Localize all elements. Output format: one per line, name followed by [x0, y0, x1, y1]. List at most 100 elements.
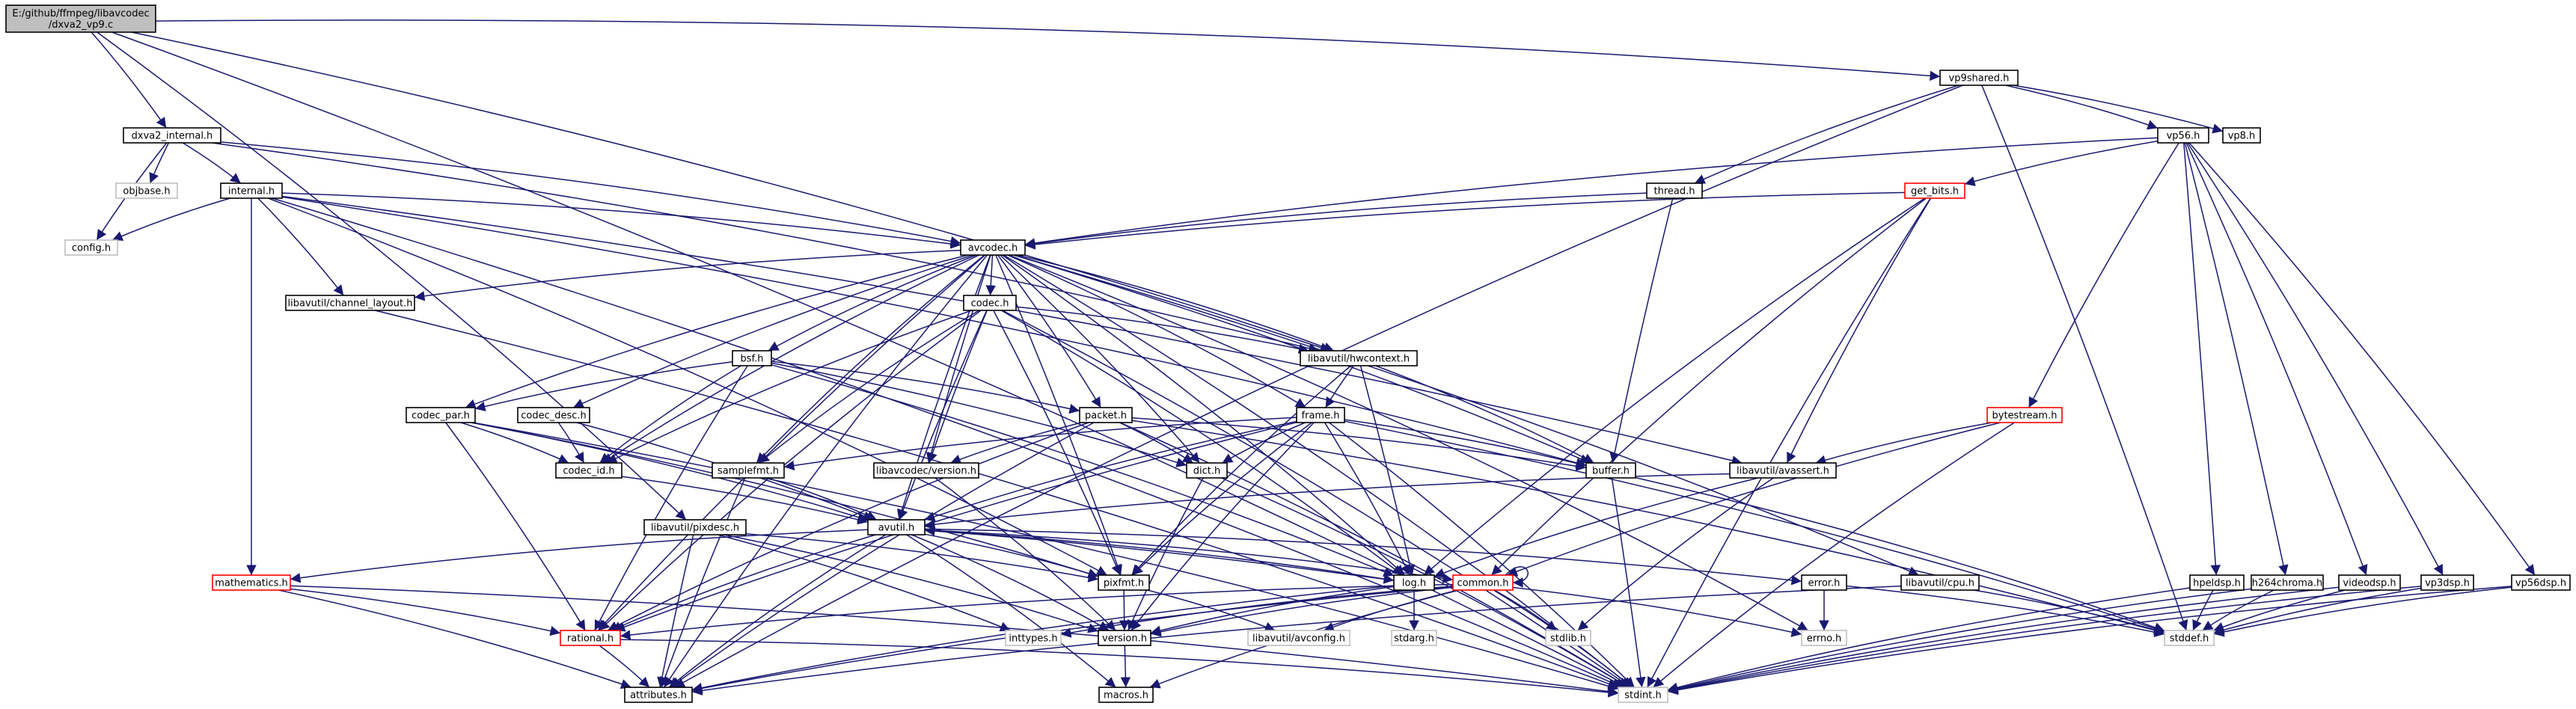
node-dxva2_internal_h[interactable]: dxva2_internal.h [123, 127, 221, 144]
node-hwcontext_h[interactable]: libavutil/hwcontext.h [1300, 350, 1418, 366]
node-pixfmt_h[interactable]: pixfmt.h [1098, 574, 1150, 591]
node-error_h[interactable]: error.h [1801, 574, 1847, 591]
node-version_h[interactable]: version.h [1098, 630, 1151, 646]
edge-avutil_h-to-mathematics_h [290, 529, 869, 583]
edge-dxva2_vp9_c-to-pixdesc_h [97, 31, 687, 521]
node-box [2164, 630, 2215, 646]
node-videodsp_h[interactable]: videodsp.h [2338, 574, 2401, 591]
node-codec_h[interactable]: codec.h [963, 295, 1017, 311]
edge-samplefmt_h-to-avutil_h [767, 477, 878, 521]
node-box [517, 407, 590, 423]
node-samplefmt_h[interactable]: samplefmt.h [712, 462, 785, 479]
edge-hwcontext_h-to-log_h [1359, 365, 1416, 576]
node-box [115, 182, 178, 199]
edge-codec_desc_h-to-codec_id_h [557, 422, 585, 464]
edge-frame_h-to-stdint_h [1329, 422, 1636, 688]
node-macros_h[interactable]: macros.h [1098, 687, 1154, 703]
edge-common_h-to-stdlib_h [1494, 589, 1558, 631]
node-vp3dsp_h[interactable]: vp3dsp.h [2420, 574, 2474, 591]
edge-avcodec_h-to-codec_h [985, 254, 996, 296]
edge-bsf_h-to-codec_par_h [474, 361, 733, 411]
node-label: stdlib.h [1550, 633, 1586, 645]
node-label: codec.h [971, 298, 1009, 310]
edge-frame_h-to-samplefmt_h [783, 417, 1297, 471]
node-channel_layout_h[interactable]: libavutil/channel_layout.h [285, 295, 415, 311]
edge-rational_h-to-attributes_h [599, 645, 650, 688]
edge-avutil_h-to-version_h [911, 534, 1110, 631]
edge-common_h-to-inttypes_h [1060, 586, 1454, 638]
edge-pixdesc_h-to-pixfmt_h [745, 533, 1099, 583]
node-label: E:/github/ffmpeg/libavcodec/dxva2_vp9.c [12, 8, 149, 31]
node-label: libavutil/channel_layout.h [288, 298, 413, 310]
node-box [1986, 407, 2063, 423]
node-label: h264chroma.h [2252, 578, 2322, 589]
edge-avcodec_h-to-codec_id_h [602, 254, 980, 464]
node-stddef_h[interactable]: stddef.h [2164, 630, 2215, 646]
node-frame_h[interactable]: frame.h [1296, 407, 1345, 423]
node-avcodec_h[interactable]: avcodec.h [960, 239, 1026, 256]
node-lavc_version_h[interactable]: libavcodec/version.h [873, 462, 979, 479]
node-hpeldsp_h[interactable]: hpeldsp.h [2189, 574, 2245, 591]
node-codec_par_h[interactable]: codec_par.h [406, 407, 476, 423]
node-vp8_h[interactable]: vp8.h [2222, 127, 2261, 144]
node-buffer_h[interactable]: buffer.h [1585, 462, 1636, 479]
node-vp56_h[interactable]: vp56.h [2157, 127, 2209, 144]
node-cpu_h[interactable]: libavutil/cpu.h [1900, 574, 1980, 591]
edge-hwcontext_h-to-frame_h [1325, 365, 1354, 408]
node-stdlib_h[interactable]: stdlib.h [1545, 630, 1591, 646]
edge-h264chroma_h-to-stddef_h [2202, 589, 2274, 631]
node-avconfig_h[interactable]: libavutil/avconfig.h [1247, 630, 1350, 646]
edge-dxva2_internal_h-to-objbase_h [149, 142, 170, 184]
edge-avutil_h-to-log_h [924, 530, 1395, 584]
node-label: libavcodec/version.h [876, 466, 976, 477]
node-inttypes_h[interactable]: inttypes.h [1005, 630, 1062, 646]
node-mathematics_h[interactable]: mathematics.h [212, 574, 291, 591]
node-box [123, 127, 221, 144]
node-box [1098, 630, 1151, 646]
node-box [1646, 182, 1703, 199]
node-bytestream_h[interactable]: bytestream.h [1986, 407, 2063, 423]
node-config_h[interactable]: config.h [64, 239, 118, 256]
node-attributes_h[interactable]: attributes.h [624, 687, 693, 703]
node-avassert_h[interactable]: libavutil/avassert.h [1729, 462, 1837, 479]
node-box [2420, 574, 2474, 591]
node-stdint_h[interactable]: stdint.h [1618, 687, 1668, 703]
edge-get_bits_h-to-stdint_h [1647, 197, 1931, 688]
edge-vp56_h-to-vp56dsp_h [2188, 142, 2536, 576]
edge-vp56dsp_h-to-stddef_h [2213, 586, 2512, 637]
edge-frame_h-to-version_h [1131, 422, 1315, 631]
node-log_h[interactable]: log.h [1393, 574, 1435, 591]
node-common_h[interactable]: common.h [1452, 574, 1514, 591]
node-label: packet.h [1085, 411, 1127, 422]
node-codec_desc_h[interactable]: codec_desc.h [517, 407, 590, 423]
node-pixdesc_h[interactable]: libavutil/pixdesc.h [643, 519, 747, 535]
node-dxva2_vp9_c[interactable]: E:/github/ffmpeg/libavcodec/dxva2_vp9.c [5, 4, 156, 33]
edge-avutil_h-to-error_h [924, 528, 1802, 586]
node-box [1618, 687, 1668, 703]
node-errno_h[interactable]: errno.h [1801, 630, 1847, 646]
node-dict_h[interactable]: dict.h [1186, 462, 1228, 479]
node-vp56dsp_h[interactable]: vp56dsp.h [2511, 574, 2571, 591]
node-bsf_h[interactable]: bsf.h [732, 350, 772, 366]
edge-avutil_h-to-macros_h [906, 534, 1116, 688]
node-packet_h[interactable]: packet.h [1079, 407, 1133, 423]
node-thread_h[interactable]: thread.h [1646, 182, 1703, 199]
edge-avutil_h-to-pixfmt_h [924, 533, 1099, 579]
node-get_bits_h[interactable]: get_bits.h [1904, 182, 1965, 199]
node-vp9shared_h[interactable]: vp9shared.h [1939, 70, 2019, 86]
node-avutil_h[interactable]: avutil.h [867, 519, 926, 535]
node-rational_h[interactable]: rational.h [560, 630, 621, 646]
node-label: codec_par.h [412, 411, 470, 422]
node-label: thread.h [1654, 186, 1695, 197]
node-internal_h[interactable]: internal.h [220, 182, 283, 199]
edge-bsf_h-to-rational_h [594, 365, 748, 631]
node-stdarg_h[interactable]: stdarg.h [1391, 630, 1437, 646]
node-box [963, 295, 1017, 311]
edge-avcodec_h-to-frame_h [1007, 254, 1306, 408]
node-codec_id_h[interactable]: codec_id.h [555, 462, 622, 479]
node-h264chroma_h[interactable]: h264chroma.h [2251, 574, 2324, 591]
edge-dxva2_vp9_c-to-dxva2_internal_h [91, 31, 167, 129]
node-label: codec_desc.h [521, 411, 587, 422]
node-objbase_h[interactable]: objbase.h [115, 182, 178, 199]
edge-internal_h-to-pixfmt_h [268, 197, 1108, 576]
